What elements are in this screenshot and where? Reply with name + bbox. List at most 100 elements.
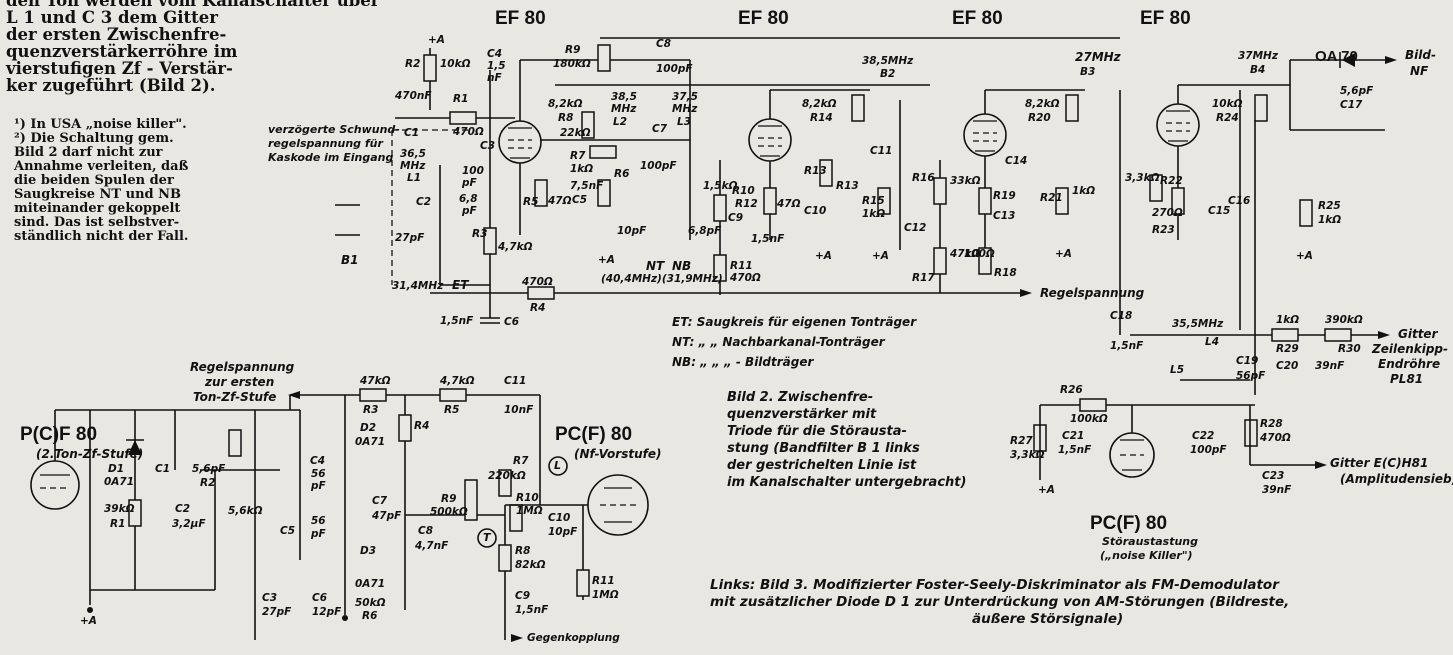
tube-label-pcf80-st: PC(F) 80: [1090, 513, 1168, 534]
label: B1: [341, 253, 359, 267]
marker-circle-t: [477, 528, 497, 548]
footnote-line: ¹) In USA „noise killer".: [14, 117, 187, 132]
label: 0A71: [355, 578, 386, 590]
label: pF: [311, 528, 326, 540]
label: B3: [1080, 66, 1096, 78]
tube-sub-label: („noise Killer"): [1100, 549, 1193, 562]
resistor-r11: [713, 254, 727, 282]
resistor-r22: [1149, 174, 1163, 202]
label: Gegenkopplung: [527, 632, 620, 644]
tube-label-pcf80-nf: PC(F) 80: [555, 424, 633, 445]
label: R14: [810, 112, 833, 124]
label: 1,5nF: [515, 604, 549, 616]
label: 1,5: [487, 60, 506, 72]
caption-line: der gestrichelten Linie ist: [727, 458, 917, 473]
marker-t: T: [483, 531, 491, 544]
label: 1,5kΩ: [703, 180, 738, 192]
resistor-r11: [576, 569, 590, 597]
label: R24: [1216, 112, 1239, 124]
label: D3: [360, 545, 377, 557]
label: 8,2kΩ: [548, 98, 583, 110]
label: R8: [515, 545, 531, 557]
label: 470Ω: [1260, 432, 1291, 444]
resistor-r1: [128, 499, 142, 527]
label: 1kΩ: [862, 208, 886, 220]
resistor-r13: [819, 159, 833, 187]
label: 39nF: [1262, 484, 1292, 496]
legend-et: ET: Saugkreis für eigenen Tonträger: [672, 315, 917, 329]
tube-sub-label: (2.Ton-Zf-Stufe): [36, 447, 144, 461]
resistor-r29: [1271, 328, 1299, 342]
resistor-r26: [1079, 398, 1107, 412]
label: 1kΩ: [570, 163, 594, 175]
label: C6: [504, 316, 520, 328]
label: C13: [993, 210, 1016, 222]
tube-envelope: [30, 460, 80, 510]
label: C4: [487, 48, 503, 60]
arrow: [1315, 461, 1327, 469]
arrow: [1020, 289, 1032, 297]
resistor-r17: [933, 247, 947, 275]
label: 10kΩ: [440, 58, 471, 70]
terminal: [342, 615, 348, 621]
tube-sub-label: Störaustastung: [1102, 535, 1198, 548]
label: C5: [280, 525, 296, 537]
label: 56: [311, 515, 326, 527]
label: Regelspannung: [190, 360, 295, 374]
label: 390kΩ: [1325, 314, 1363, 326]
label: pF: [462, 177, 477, 189]
resistor-r20: [1065, 94, 1079, 122]
resistor-r2: [423, 54, 437, 82]
marker-circle-l: [548, 456, 568, 476]
dashed-boundary: [391, 129, 470, 285]
label: pF: [462, 205, 477, 217]
label: C3: [262, 592, 278, 604]
label: 56pF: [1236, 370, 1266, 382]
label: R29: [1276, 343, 1299, 355]
label: 56: [311, 468, 326, 480]
label: 37MHz: [1238, 50, 1278, 62]
tube-envelope: [748, 118, 792, 162]
label: 1,5nF: [1110, 340, 1144, 352]
label: R18: [994, 267, 1017, 279]
label: NB: [672, 259, 692, 273]
body-text: den Ton werden vom Kanalschalter über L …: [6, 0, 380, 94]
label: 35,5MHz: [1172, 318, 1224, 330]
label: C11: [870, 145, 893, 157]
label: pF: [311, 480, 326, 492]
label: 1MΩ: [592, 589, 619, 601]
label: NF: [1410, 64, 1429, 78]
label: 47kΩ: [950, 248, 981, 260]
potentiometer-r9: [464, 479, 478, 521]
label: 8,2kΩ: [1025, 98, 1060, 110]
label: R20: [1028, 112, 1051, 124]
resistor-r3: [359, 388, 387, 402]
label: C3: [480, 140, 496, 152]
label: Ton-Zf-Stufe: [193, 390, 277, 404]
label: R10: [732, 185, 755, 197]
footnote-line: ständlich nicht der Fall.: [14, 229, 189, 244]
prose-line: den Ton werden vom Kanalschalter über: [6, 0, 380, 10]
label: +A: [872, 250, 889, 262]
resistor-r2: [228, 429, 242, 457]
label: ET: [452, 278, 469, 292]
label: C7: [372, 495, 388, 507]
label: 100pF: [656, 63, 693, 75]
label: C2: [175, 503, 191, 515]
label: C11: [504, 375, 527, 387]
label: R7: [513, 455, 529, 467]
label: C23: [1262, 470, 1285, 482]
label: C7: [652, 123, 668, 135]
caption-line: Bild 2. Zwischenfre-: [727, 390, 874, 405]
label: 270Ω: [1152, 207, 1183, 219]
label: R3: [363, 404, 379, 416]
label: 100: [462, 165, 484, 177]
label: L1: [407, 172, 421, 184]
tube-envelope: [587, 474, 649, 536]
label: R13: [804, 165, 827, 177]
label: C2: [416, 196, 432, 208]
label: R11: [730, 260, 753, 272]
tube-envelope: [1156, 103, 1200, 147]
label: 47Ω: [777, 198, 801, 210]
